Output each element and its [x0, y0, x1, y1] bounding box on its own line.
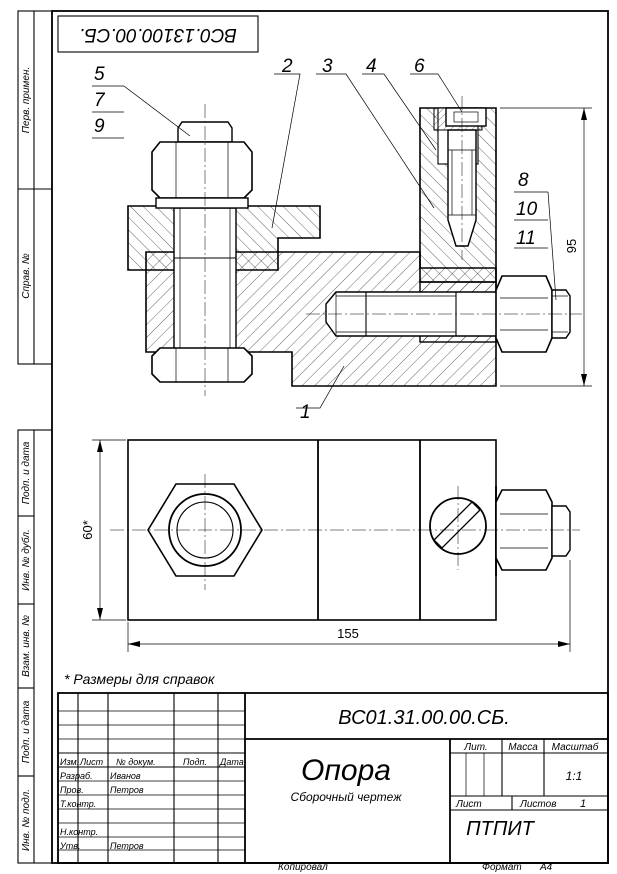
- part-7-top-nut: [151, 141, 253, 199]
- pos-11: 11: [516, 228, 536, 249]
- position-numbers: 1 2 3 4 5 6 7 8 9 10 11: [94, 56, 538, 423]
- margin-label-replace-inv: Взам. инв. №: [21, 615, 32, 677]
- scale-value: 1:1: [566, 769, 583, 783]
- hdr-sheet: Лист: [455, 799, 482, 810]
- front-view: [127, 96, 592, 396]
- rotated-code: ВС0.13100.00.СБ.: [79, 24, 237, 45]
- hdr-sign: Подп.: [183, 757, 207, 767]
- margin-label-orig-inv: Инв. № подл.: [21, 789, 32, 851]
- drawing-code: ВС01.31.00.00.СБ.: [338, 707, 510, 729]
- hdr-lit: Лит.: [463, 742, 487, 753]
- margin-label-sign-date-2: Подп. и дата: [21, 700, 32, 763]
- format-value: А4: [539, 862, 553, 873]
- pos-8: 8: [518, 170, 529, 191]
- reference-note: * Размеры для справок: [64, 671, 216, 687]
- position-leaders: [92, 73, 557, 409]
- name-approved: Петров: [110, 841, 144, 851]
- copied-label: Копировал: [278, 862, 328, 873]
- drawing-frame: [51, 10, 609, 864]
- pos-9: 9: [94, 116, 105, 137]
- organization: ПТПИТ: [466, 818, 536, 840]
- title-block-grid: [57, 692, 609, 864]
- role-developer: Разраб.: [60, 771, 93, 781]
- part-9-washer: [155, 197, 249, 209]
- hdr-change: Изм.: [60, 757, 79, 767]
- dim-height: 95: [564, 239, 579, 253]
- dim-width: 155: [337, 626, 359, 641]
- pos-6: 6: [414, 56, 425, 77]
- name-developer: Иванов: [110, 771, 141, 781]
- pos-3: 3: [322, 56, 333, 77]
- bottom-nut: [151, 347, 253, 383]
- pos-10: 10: [516, 199, 538, 220]
- side-margin: [17, 10, 53, 864]
- sheets-value: 1: [580, 798, 586, 810]
- pos-7: 7: [94, 90, 106, 111]
- role-tech-control: Т.контр.: [60, 799, 96, 809]
- role-approved: Утв.: [59, 841, 80, 851]
- hdr-mass: Масса: [508, 742, 538, 753]
- drawing-subtitle: Сборочный чертеж: [291, 790, 403, 804]
- hdr-date: Дата: [219, 757, 244, 767]
- role-norm-control: Н.контр.: [60, 827, 98, 837]
- format-label: Формат: [482, 862, 522, 873]
- margin-label-sign-date: Подп. и дата: [21, 441, 32, 504]
- margin-label-dup-inv: Инв. № дубл.: [20, 529, 32, 591]
- hdr-sheet-col: Лист: [79, 757, 104, 767]
- hdr-sheets: Листов: [519, 799, 556, 810]
- part-6-screw-head: [445, 107, 487, 127]
- dim-depth: 60*: [80, 520, 95, 540]
- pos-2: 2: [281, 56, 293, 77]
- margin-label-reference: Справ. №: [21, 253, 32, 299]
- name-checker: Петров: [110, 785, 144, 795]
- role-checker: Пров.: [60, 785, 84, 795]
- pos-1: 1: [300, 402, 311, 423]
- pos-4: 4: [366, 56, 377, 77]
- hdr-doc: № докум.: [116, 757, 156, 767]
- hdr-scale: Масштаб: [552, 741, 599, 753]
- drawing-title: Опора: [301, 754, 391, 787]
- top-view: [92, 439, 580, 652]
- pos-5: 5: [94, 64, 105, 85]
- margin-label-first-use: Перв. примен.: [21, 67, 32, 133]
